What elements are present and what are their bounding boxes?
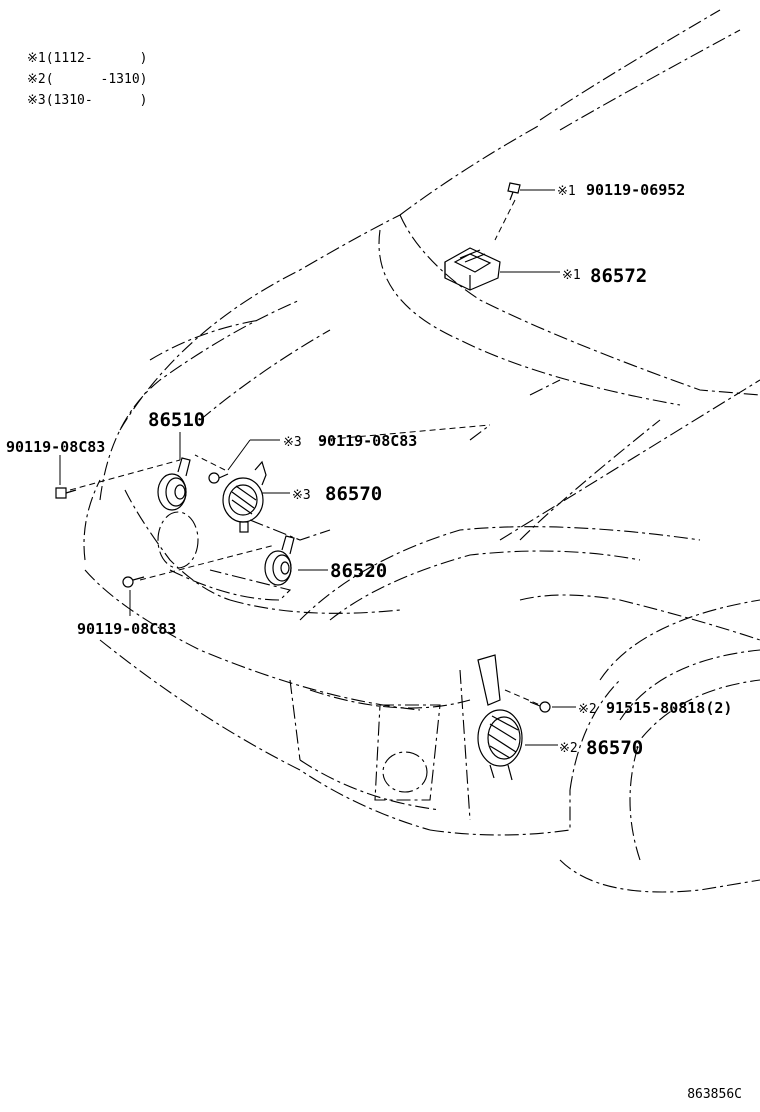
label-bolt-lower: 90119-08C83 [77,620,176,638]
label-horn-high: 86510 [148,409,205,431]
legend-row-1: ※1(1112- ) [27,48,147,69]
bolt-lower-icon [122,576,145,588]
sounder-right-icon [477,654,523,781]
legend: ※1(1112- ) ※2( -1310) ※3(1310- ) [27,48,147,111]
label-bracket: 86572 [590,265,647,287]
legend-range-2: ( -1310) [45,72,148,87]
leader-lines [59,189,576,746]
label-bolt-left: 90119-08C83 [6,438,105,456]
bracket-icon [444,247,501,291]
label-bolt-mid-mark: ※3 [283,435,302,450]
callout-labels: ※1 90119-06952 ※1 86572 86510 90119-08C8… [6,181,732,759]
bolt-right-icon [529,701,551,713]
legend-row-2: ※2( -1310) [27,69,147,90]
label-sounder-right: 86570 [586,737,643,759]
bolt-mid-icon [208,472,229,484]
bolt-left-icon [55,487,77,499]
label-bracket-mark: ※1 [562,268,581,283]
legend-range-3: (1310- ) [45,93,148,108]
label-bolt-right-mark: ※2 [578,702,597,717]
bolt-top-icon [507,182,521,201]
legend-mark-1: ※1 [27,51,46,66]
label-bolt-right: 91515-80818(2) [606,699,732,717]
legend-mark-2: ※2 [27,72,46,87]
label-sounder-mid-mark: ※3 [292,488,311,503]
vehicle-outline [83,9,760,893]
label-sounder-mid: 86570 [325,483,382,505]
horn-low-icon [264,535,295,586]
label-bolt-mid: 90119-08C83 [318,432,417,450]
legend-range-1: (1112- ) [45,51,148,66]
parts-art [55,182,551,781]
label-horn-low: 86520 [330,560,387,582]
horn-high-icon [157,457,191,511]
label-bolt-top-mark: ※1 [557,184,576,199]
sounder-mid-icon [222,460,267,533]
legend-mark-3: ※3 [27,93,46,108]
label-bolt-top: 90119-06952 [586,181,685,199]
diagram-code: 863856C [687,1087,742,1102]
legend-row-3: ※3(1310- ) [27,90,147,111]
label-sounder-right-mark: ※2 [559,741,578,756]
